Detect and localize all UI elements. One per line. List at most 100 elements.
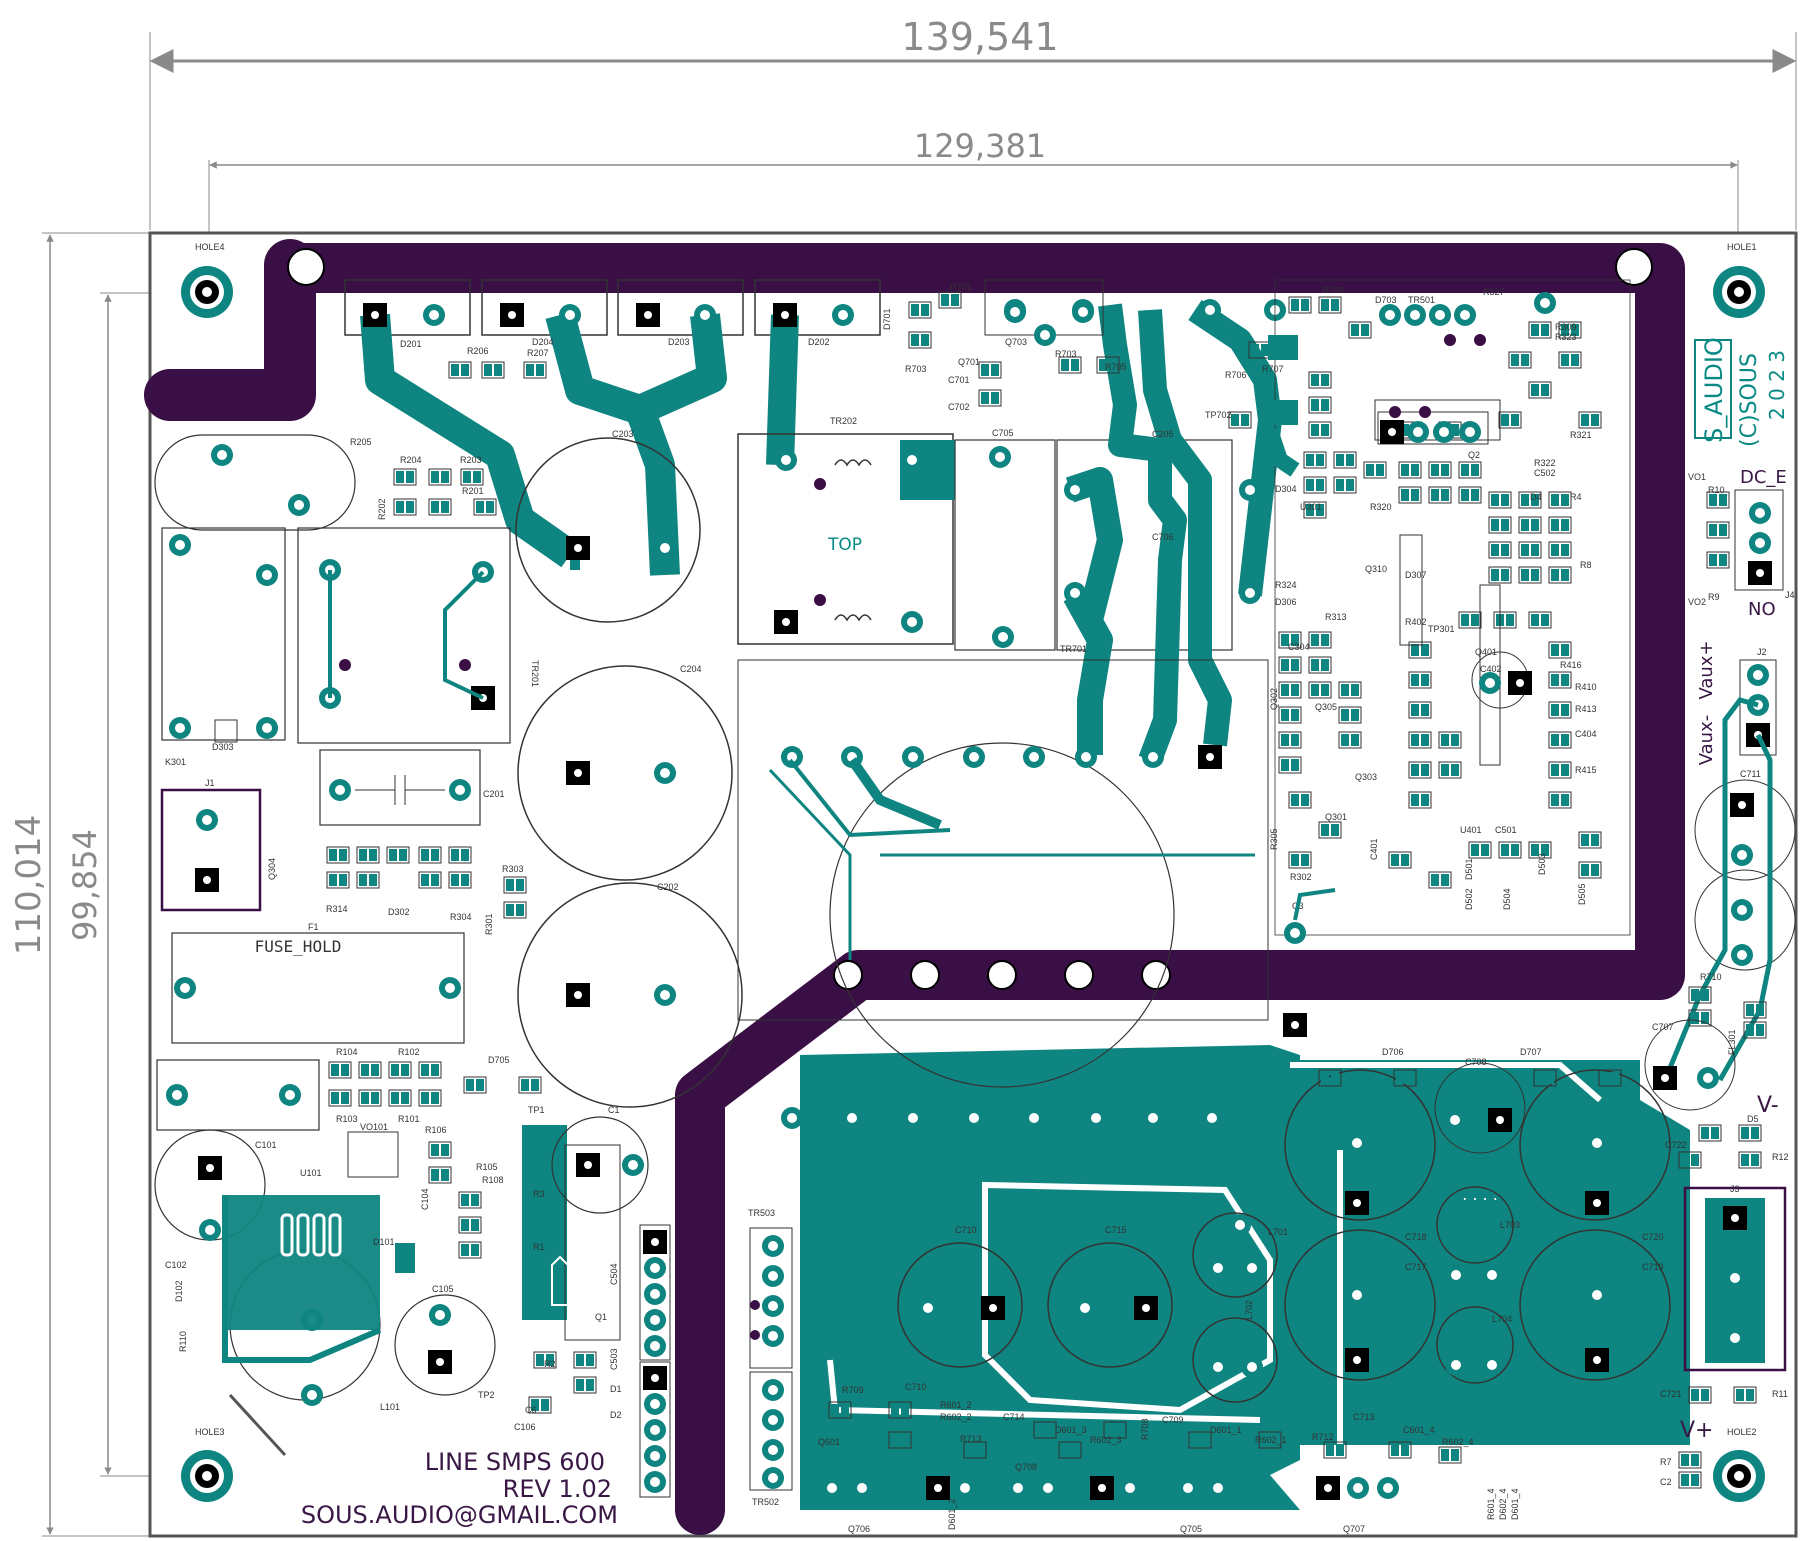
C715-label: C715 [1105, 1225, 1127, 1235]
R207-label: R207 [527, 348, 549, 358]
R3-label: R3 [533, 1189, 545, 1199]
R304-label: R304 [450, 912, 472, 922]
TR501-label: TR501 [1408, 295, 1435, 305]
D503-label: D503 [1537, 853, 1547, 875]
R601_4-label: R601_4 [1486, 1488, 1496, 1520]
C705-label: C705 [992, 428, 1014, 438]
Q310-label: Q310 [1365, 564, 1387, 574]
C701-label: C701 [948, 375, 970, 385]
D302-label: D302 [388, 907, 410, 917]
hole-bl-label: HOLE3 [195, 1427, 225, 1437]
R203-label: R203 [460, 455, 482, 465]
R701-label: R701 [950, 282, 972, 292]
C202-label: C202 [657, 882, 679, 892]
R712-label: R712 [1312, 1432, 1334, 1442]
mounting-holes: HOLE4 HOLE1 HOLE3 HOLE2 [181, 242, 1765, 1502]
C718-label: C718 [1405, 1232, 1427, 1242]
R602_3-label: R602_3 [1090, 1435, 1122, 1445]
R9-label: R9 [1708, 592, 1720, 602]
R402-label: R402 [1405, 617, 1427, 627]
Q705-label: Q705 [1180, 1524, 1202, 1534]
C708-label: C708 [1465, 1057, 1487, 1067]
D706-label: D706 [1382, 1047, 1404, 1057]
R110-label: R110 [178, 1331, 188, 1352]
Q301-label: Q301 [1325, 812, 1347, 822]
year-label: 2 0 2 3 [1765, 350, 1789, 420]
Q303-label: Q303 [1355, 772, 1377, 782]
R703b-label: R703 [1055, 349, 1077, 359]
R7-label: R7 [1660, 1457, 1672, 1467]
C714-label: C714 [1003, 1412, 1025, 1422]
C205-label: C205 [1152, 429, 1174, 439]
title-block: LINE SMPS 600 REV 1.02 SOUS.AUDIO@GMAIL.… [301, 1448, 618, 1529]
C6-label: C6 [525, 1405, 537, 1415]
R106-label: R106 [425, 1125, 447, 1135]
vaux-minus-label: Vaux- [1696, 715, 1717, 766]
rectifier-diodes: D201 D204 D203 D202 [344, 279, 881, 576]
D303-label: D303 [212, 742, 234, 752]
Q601-label: Q601 [818, 1437, 840, 1447]
vaux-plus-label: Vaux+ [1696, 640, 1717, 699]
R322-label: R322 [1534, 458, 1556, 468]
title-line1: LINE SMPS 600 [425, 1448, 605, 1476]
D505-label: D505 [1577, 883, 1587, 905]
Q2-label: Q2 [1468, 450, 1480, 460]
C713-label: C713 [1353, 1412, 1375, 1422]
R105-label: R105 [476, 1162, 498, 1172]
D101-label: D101 [373, 1237, 395, 1247]
R12-label: R12 [1772, 1152, 1789, 1162]
Q708-label: Q708 [1015, 1462, 1037, 1472]
driver-connectors: TR503 TR502 [748, 1208, 793, 1507]
C722-label: C722 [1665, 1140, 1687, 1150]
C504-label: C504 [609, 1263, 619, 1285]
C710b-label: C710 [905, 1382, 927, 1392]
R301-label: R301 [484, 913, 494, 935]
D703-label: D703 [1375, 295, 1397, 305]
TR503-label: TR503 [748, 1208, 775, 1218]
F1-label: F1 [308, 922, 319, 932]
D601_2-label: D601_2 [947, 1498, 957, 1530]
D501-label: D501 [1464, 858, 1474, 880]
L701-label: L701 [1268, 1227, 1288, 1237]
R1-label: R1 [533, 1242, 545, 1252]
C501-label: C501 [1495, 825, 1517, 835]
R602_1-label: R602_1 [1255, 1435, 1287, 1445]
TP2-label: TP2 [478, 1390, 495, 1400]
C106-label: C106 [514, 1422, 536, 1432]
output-stage-labels: C710 C715 L701 L702 C718 C717 L703 L704 … [955, 1220, 1664, 1324]
R314-label: R314 [326, 904, 348, 914]
C104-label: C104 [420, 1188, 430, 1210]
TP1-label: TP1 [528, 1105, 545, 1115]
bulk-capacitors: C203 C204 C202 [515, 429, 1175, 1108]
D2-label: D2 [610, 1410, 622, 1420]
Q401-label: Q401 [1475, 647, 1497, 657]
TP702-label: TP702 [1205, 410, 1232, 420]
R706-label: R706 [1225, 370, 1247, 380]
Q1-label: Q1 [595, 1312, 607, 1322]
TP301-label: TP301 [1428, 624, 1455, 634]
C601_4-label: C601_4 [1403, 1425, 1435, 1435]
R102-label: R102 [398, 1047, 420, 1057]
D705-label: D705 [488, 1055, 510, 1065]
R413-label: R413 [1575, 704, 1597, 714]
FL301-label: FL301 [1727, 1029, 1737, 1055]
C707-label: C707 [1652, 1022, 1674, 1032]
R415-label: R415 [1575, 765, 1597, 775]
R4-label: R4 [1570, 492, 1582, 502]
C502-label: C502 [1534, 468, 1556, 478]
D1-label: D1 [610, 1384, 622, 1394]
C201-label: C201 [483, 789, 505, 799]
control-section: R704 D703 TR501 R327 R309 R323 R321 R322… [1269, 279, 1631, 1037]
R705-label: R705 [1105, 362, 1127, 372]
Q706-label: Q706 [848, 1524, 870, 1534]
R320-label: R320 [1370, 502, 1392, 512]
R602_4-label: R602_4 [1442, 1437, 1474, 1447]
title-line2: REV 1.02 [503, 1475, 612, 1503]
R10-label: R10 [1708, 485, 1725, 495]
hole-tl-label: HOLE4 [195, 242, 225, 252]
K301-label: K301 [165, 757, 186, 767]
D701-label: D701 [882, 308, 892, 330]
dc-e-label: DC_E [1740, 467, 1787, 488]
output-stage-smd-row: R709 C710 R601_2 R602_2 Q601 C714 R713 Q… [818, 1382, 1520, 1534]
